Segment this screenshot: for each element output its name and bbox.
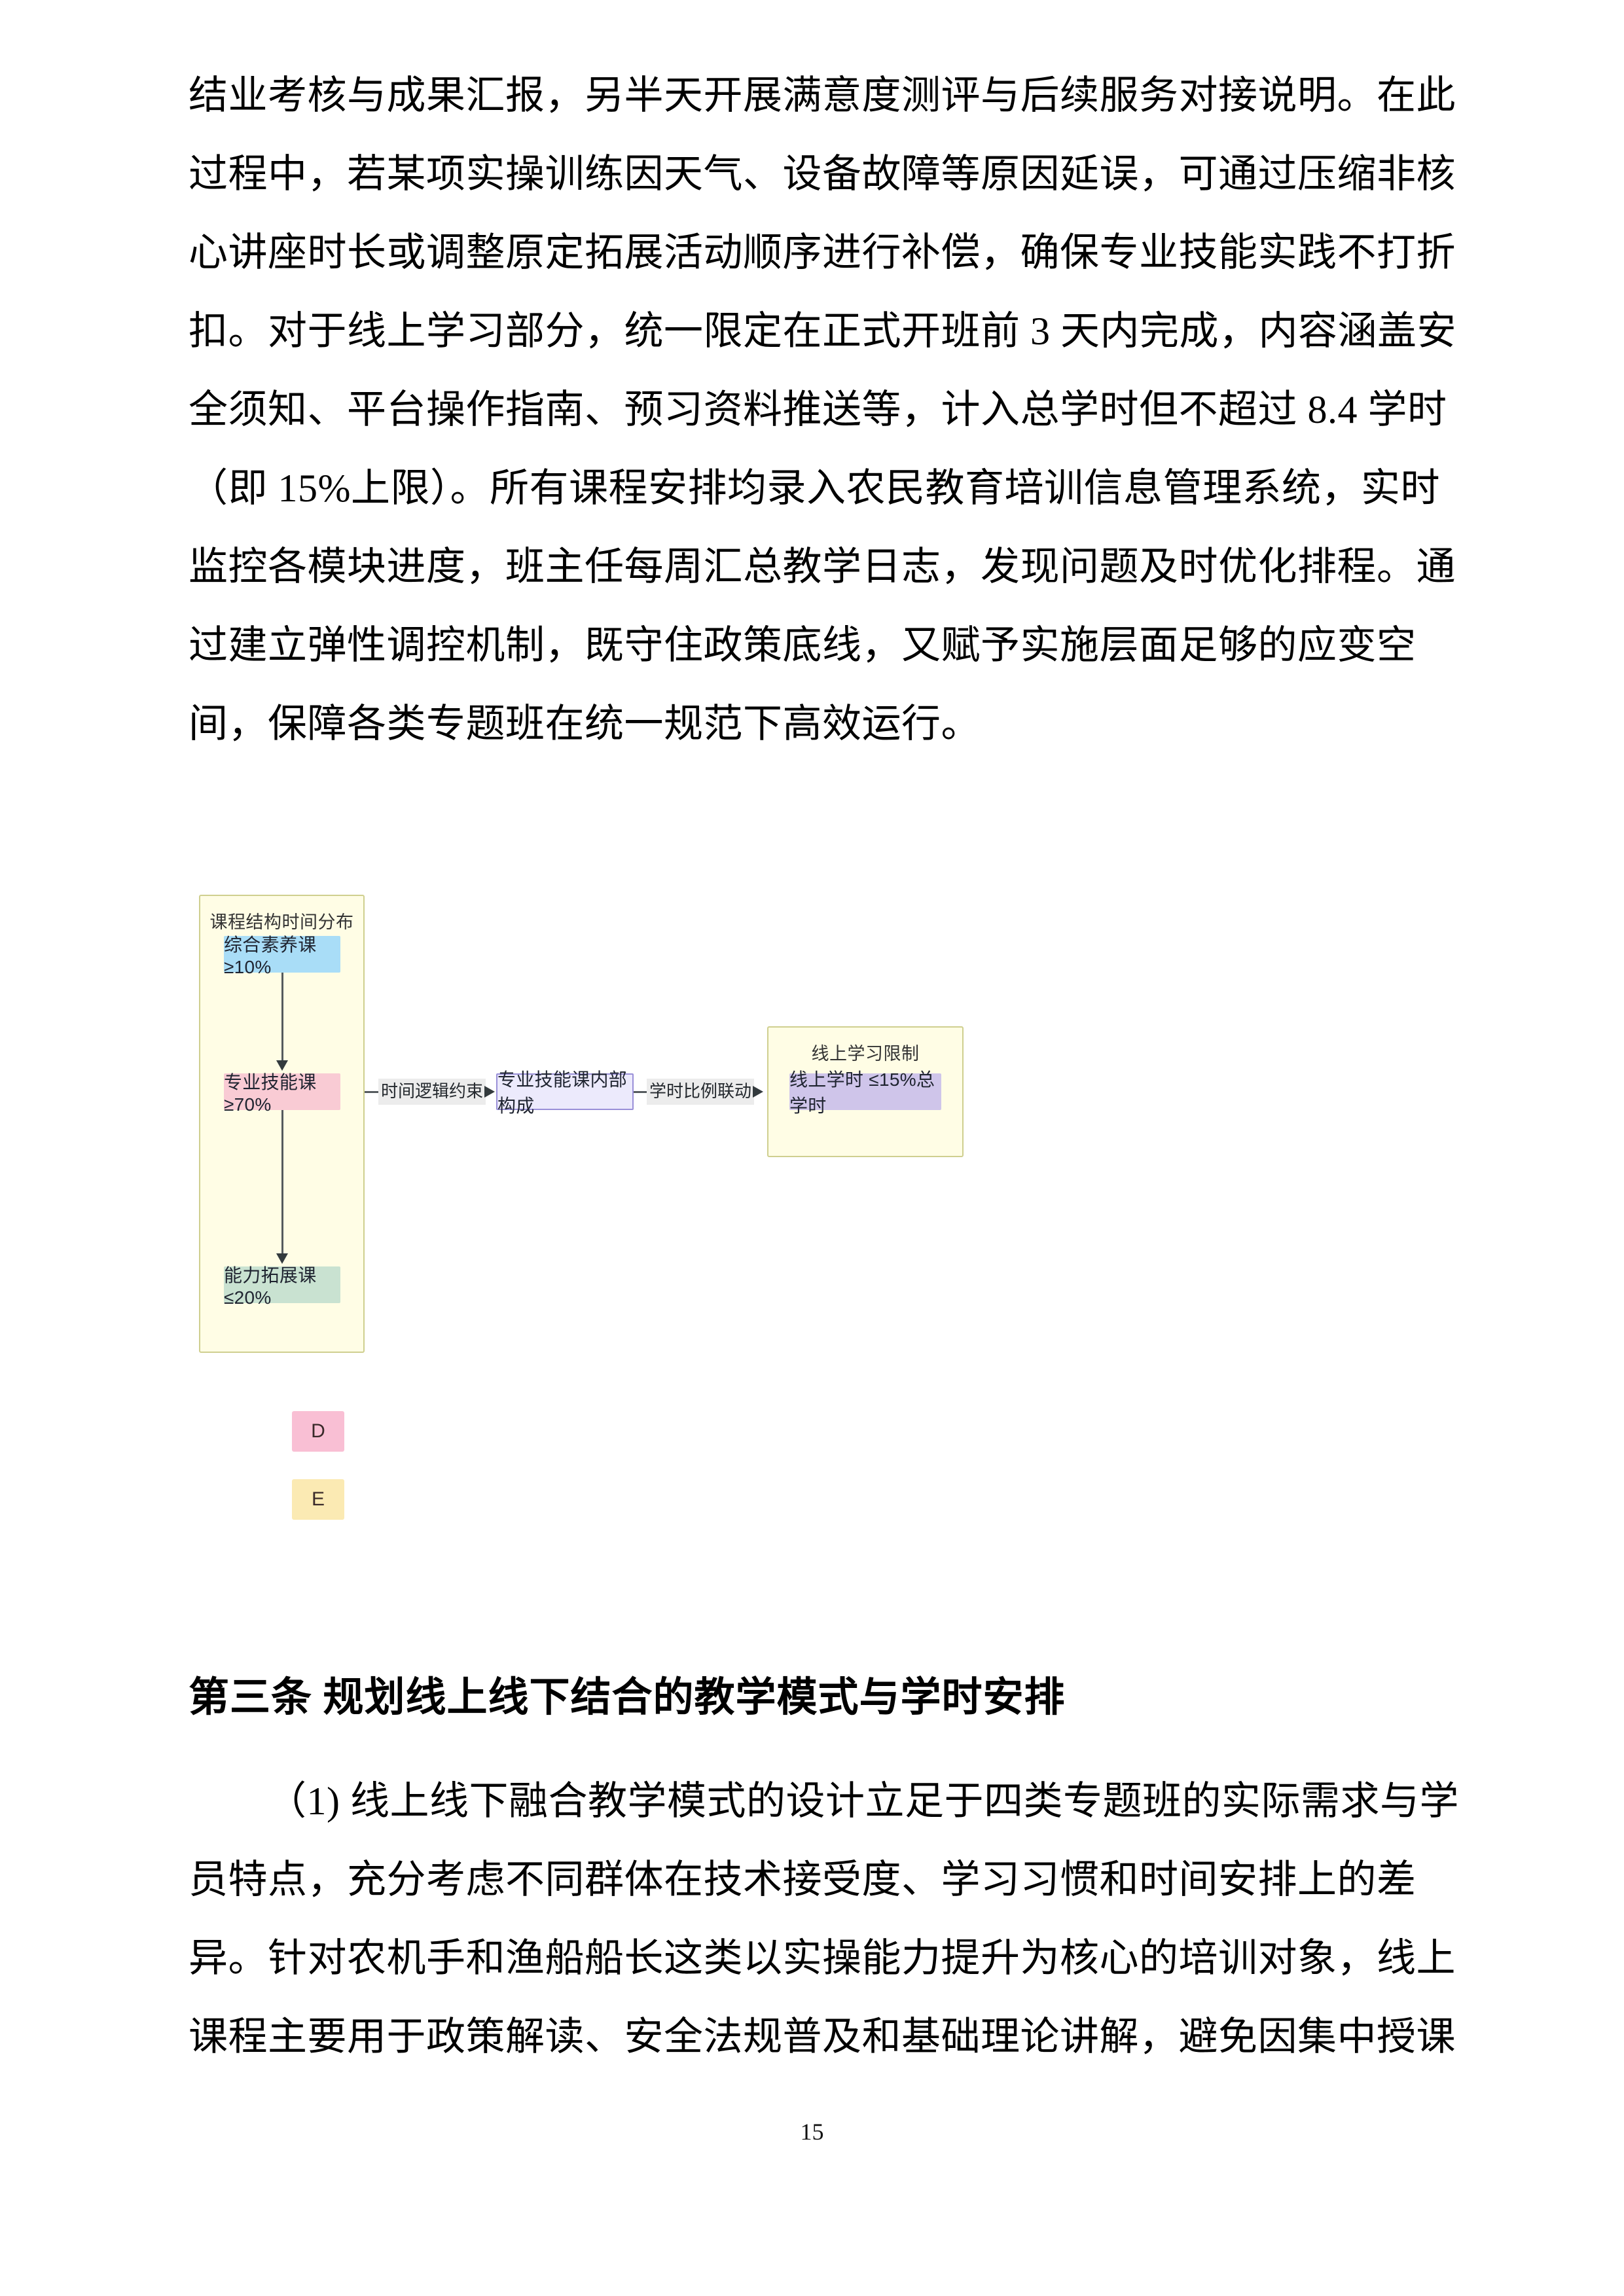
line-text: 过程中，若某项实操训练因天气、设备故障等原因延误，可通过压缩非核 [189,152,1456,196]
line-text: 扣。对于线上学习部分，统一限定在正式开班前 3 天内完成，内容涵盖安 [189,310,1456,353]
course-structure-flowchart: 课程结构时间分布 综合素养课 ≥10% 专业技能课 ≥70% 能力拓展课 ≤20… [189,870,1435,1630]
node-label: 线上学时 ≤15%总学时 [789,1069,935,1116]
edge-label-hours-ratio-linkage: 学时比例联动 [647,1079,754,1105]
text-line: 过建立弹性调控机制，既守住政策底线，又赋予实施层面足够的应变空 [189,606,1435,685]
node-d[interactable]: D [292,1411,344,1452]
cluster-title-course-structure: 课程结构时间分布 [209,912,354,932]
text-line: 心讲座时长或调整原定拓展活动顺序进行补偿，确保专业技能实践不打折 [189,213,1456,292]
line-text: 过建立弹性调控机制，既守住政策底线，又赋予实施层面足够的应变空 [189,624,1416,667]
text-line: 结业考核与成果汇报，另半天开展满意度测评与后续服务对接说明。在此 [189,56,1456,135]
line-text: 课程主要用于政策解读、安全法规普及和基础理论讲解，避免因集中授课 [189,2015,1456,2058]
line-text: （1) 线上线下融合教学模式的设计立足于四类专题班的实际需求与学 [267,1780,1459,1823]
text-line: 间，保障各类专题班在统一规范下高效运行。 [189,702,981,745]
paragraph-top: 结业考核与成果汇报，另半天开展满意度测评与后续服务对接说明。在此 过程中，若某项… [189,56,1456,763]
edge-label-text: 时间逻辑约束 [380,1081,483,1101]
node-comprehensive-literacy[interactable]: 综合素养课 ≥10% [224,935,340,977]
text-line: 过程中，若某项实操训练因天气、设备故障等原因延误，可通过压缩非核 [189,135,1456,213]
line-text: 监控各模块进度，班主任每周汇总教学日志，发现问题及时优化排程。通 [189,545,1456,588]
text-line: （即 15%上限）。所有课程安排均录入农民教育培训信息管理系统，实时 [189,449,1439,528]
edge-a-to-b-arrowhead [276,1060,288,1071]
paragraph-bottom: （1) 线上线下融合教学模式的设计立足于四类专题班的实际需求与学 员特点，充分考… [189,1762,1458,2076]
bottom-paragraph-block: （1) 线上线下融合教学模式的设计立足于四类专题班的实际需求与学 员特点，充分考… [189,1762,1458,2076]
text-line: （1) 线上线下融合教学模式的设计立足于四类专题班的实际需求与学 [189,1762,1458,1840]
node-professional-skill[interactable]: 专业技能课 ≥70% [224,1072,340,1115]
node-label: 专业技能课内部构成 [497,1069,628,1116]
node-skill-internal-composition[interactable]: 专业技能课内部构成 [496,1069,634,1116]
line-text: 心讲座时长或调整原定拓展活动顺序进行补偿，确保专业技能实践不打折 [189,231,1456,274]
line-text: 员特点，充分考虑不同群体在技术接受度、学习习惯和时间安排上的差 [189,1858,1416,1901]
text-line: 全须知、平台操作指南、预习资料推送等，计入总学时但不超过 8.4 学时 [189,370,1447,449]
section-heading: 第三条 规划线上线下结合的教学模式与学时安排 [189,1676,1066,1720]
node-label: 专业技能课 ≥70% [224,1072,317,1115]
top-paragraph-block: 结业考核与成果汇报，另半天开展满意度测评与后续服务对接说明。在此 过程中，若某项… [189,56,1456,763]
node-capacity-extension[interactable]: 能力拓展课 ≤20% [224,1265,340,1308]
line-text: 全须知、平台操作指南、预习资料推送等，计入总学时但不超过 8.4 学时 [189,388,1447,431]
text-line: 课程主要用于政策解读、安全法规普及和基础理论讲解，避免因集中授课 [189,1998,1456,2076]
node-label: 综合素养课 ≥10% [224,935,317,977]
edge-f-to-g-arrowhead [753,1086,763,1098]
edge-b-to-c-arrowhead [276,1253,288,1264]
text-line: 扣。对于线上学习部分，统一限定在正式开班前 3 天内完成，内容涵盖安 [189,292,1456,370]
line-text: 异。针对农机手和渔船船长这类以实操能力提升为核心的培训对象，线上 [189,1937,1456,1980]
node-online-hours-limit[interactable]: 线上学时 ≤15%总学时 [789,1069,941,1116]
node-label: D [311,1420,325,1442]
cluster-title-online-learning-limit: 线上学习限制 [811,1044,920,1064]
section-heading-block: 第三条 规划线上线下结合的教学模式与学时安排 [189,1659,1435,1737]
page-number: 15 [800,2119,824,2145]
edge-a-to-b [281,973,283,1062]
text-line: 监控各模块进度，班主任每周汇总教学日志，发现问题及时优化排程。通 [189,528,1456,606]
node-label: E [311,1488,325,1510]
line-text: （即 15%上限）。所有课程安排均录入农民教育培训信息管理系统，实时 [189,467,1440,510]
text-line: 异。针对农机手和渔船船长这类以实操能力提升为核心的培训对象，线上 [189,1919,1456,1998]
text-line: 员特点，充分考虑不同群体在技术接受度、学习习惯和时间安排上的差 [189,1840,1435,1919]
edge-b-to-c [281,1110,283,1255]
node-e[interactable]: E [292,1479,344,1520]
line-text: 结业考核与成果汇报，另半天开展满意度测评与后续服务对接说明。在此 [189,74,1456,117]
edge-label-text: 学时比例联动 [649,1081,751,1101]
node-label: 能力拓展课 ≤20% [224,1265,317,1308]
edge-b-to-f-arrowhead [484,1086,495,1098]
edge-label-time-logic-constraint: 时间逻辑约束 [378,1079,486,1105]
